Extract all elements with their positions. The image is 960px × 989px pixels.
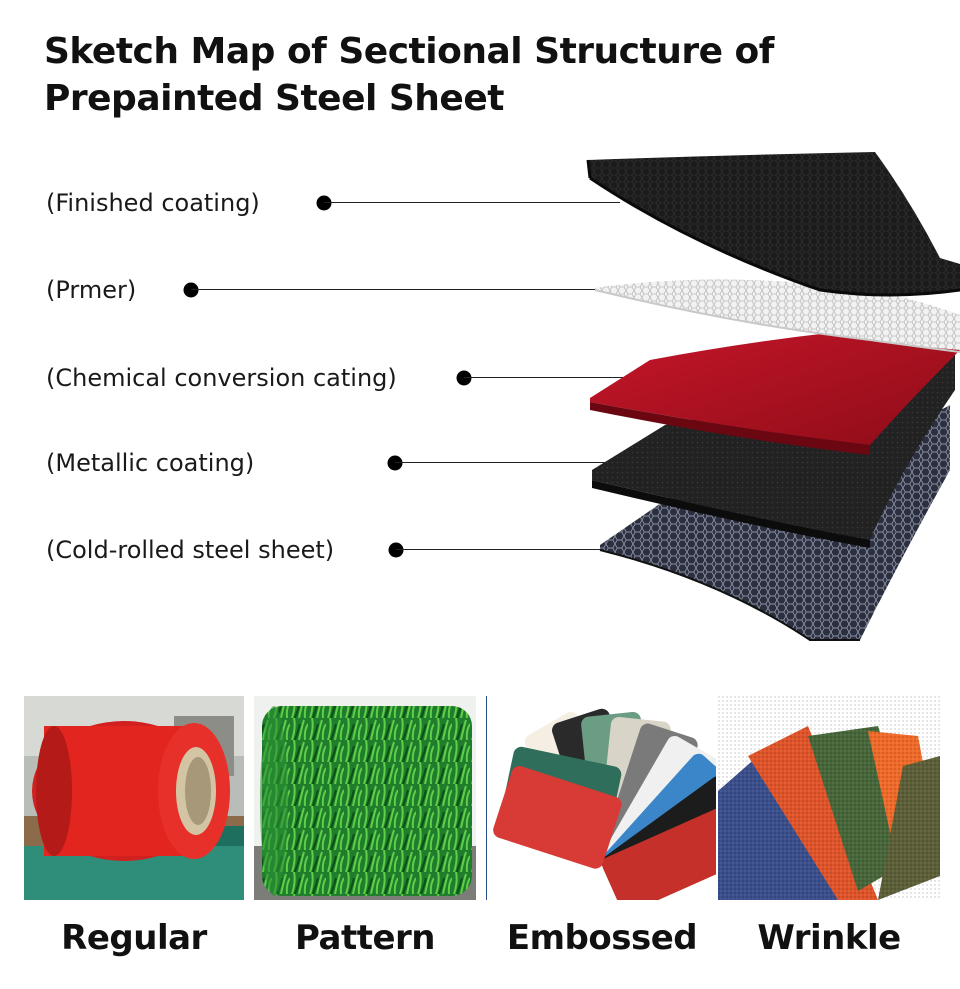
layer-label-primer: (Prmer) [46, 276, 137, 304]
leader-line-finished [324, 202, 620, 203]
leader-line-metallic [395, 462, 635, 463]
layer-primer [594, 279, 960, 353]
pattern-coil-photo [254, 696, 476, 900]
leader-line-chemical [464, 377, 707, 378]
page-title: Sketch Map of Sectional Structure of Pre… [44, 28, 804, 122]
leader-line-primer [191, 289, 600, 290]
layer-label-metallic-coating: (Metallic coating) [46, 449, 255, 477]
layer-label-cold-rolled-steel: (Cold-rolled steel sheet) [46, 536, 335, 564]
embossed-swatch-photo [488, 696, 716, 900]
layer-chemical-conversion [590, 322, 960, 455]
layer-label-finished-coating: (Finished coating) [46, 189, 260, 217]
layer-finished-coating [586, 152, 960, 297]
layer-pointer-dot-finished [316, 195, 332, 211]
divider [486, 696, 487, 900]
layer-pointer-dot-steel [388, 542, 404, 558]
layer-pointer-dot-chemical [456, 370, 472, 386]
title-line-1: Sketch Map of Sectional Structure of [44, 31, 774, 72]
regular-coil-photo [24, 696, 244, 900]
title-line-2: Prepainted Steel Sheet [44, 78, 504, 119]
wrinkle-swatch-photo [718, 696, 940, 900]
layer-stack-illustration [586, 152, 960, 641]
layer-pointer-dot-primer [183, 282, 199, 298]
variant-label-embossed: Embossed [506, 918, 698, 958]
variant-label-regular: Regular [61, 918, 207, 958]
variant-label-wrinkle: Wrinkle [757, 918, 901, 958]
leader-line-steel [396, 549, 606, 550]
layer-pointer-dot-metallic [387, 455, 403, 471]
layer-label-chemical-conversion: (Chemical conversion cating) [46, 364, 397, 392]
variant-label-pattern: Pattern [295, 918, 436, 958]
